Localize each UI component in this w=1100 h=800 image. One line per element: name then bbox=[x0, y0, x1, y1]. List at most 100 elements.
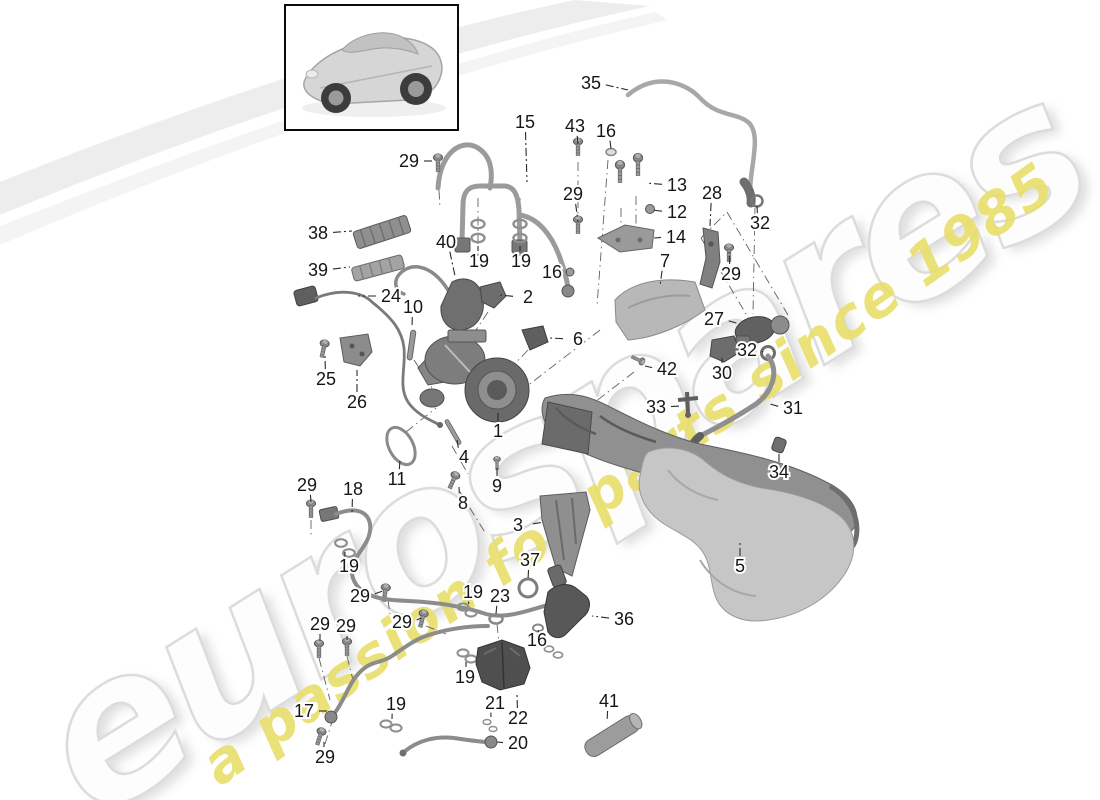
part-label-19: 19 bbox=[463, 582, 483, 602]
vehicle-thumbnail bbox=[284, 4, 459, 131]
part-14-bracket bbox=[596, 224, 655, 253]
part-label-43: 43 bbox=[565, 116, 585, 136]
leader-line-12 bbox=[651, 209, 663, 212]
part-41-tube bbox=[584, 712, 643, 758]
part-2-bracket bbox=[479, 281, 507, 309]
part-3-shield bbox=[539, 491, 591, 577]
part-label-1: 1 bbox=[493, 421, 503, 441]
part-24-sensor bbox=[293, 285, 443, 428]
part-label-32: 32 bbox=[750, 213, 770, 233]
part-15-fuel-line bbox=[435, 142, 575, 298]
part-17-oil-line bbox=[324, 624, 490, 724]
part-28-bracket bbox=[699, 227, 721, 289]
part-label-31: 31 bbox=[783, 398, 803, 418]
part-label-28: 28 bbox=[702, 183, 722, 203]
part-label-7: 7 bbox=[660, 251, 670, 271]
part-label-8: 8 bbox=[458, 493, 468, 513]
leader-line-2 bbox=[499, 294, 514, 297]
part-label-17: 17 bbox=[294, 701, 314, 721]
part-label-40: 40 bbox=[436, 232, 456, 252]
part-16-nut-mid bbox=[565, 267, 575, 277]
part-label-19: 19 bbox=[455, 667, 475, 687]
leader-line-27 bbox=[728, 320, 741, 325]
part-label-29: 29 bbox=[315, 747, 335, 767]
parts-artwork bbox=[293, 79, 860, 758]
swoosh-band-2 bbox=[0, 12, 668, 245]
part-label-19: 19 bbox=[386, 694, 406, 714]
part-label-4: 4 bbox=[459, 447, 469, 467]
part-label-19: 19 bbox=[339, 556, 359, 576]
part-label-19: 19 bbox=[511, 251, 531, 271]
part-label-16: 16 bbox=[542, 262, 562, 282]
part-label-32: 32 bbox=[737, 340, 757, 360]
leader-line-29 bbox=[416, 617, 422, 621]
part-label-29: 29 bbox=[310, 614, 330, 634]
part-label-27: 27 bbox=[704, 309, 724, 329]
part-label-23: 23 bbox=[490, 586, 510, 606]
leader-line-31 bbox=[769, 403, 779, 407]
part-label-6: 6 bbox=[573, 329, 583, 349]
part-10-pin bbox=[406, 329, 417, 361]
part-label-5: 5 bbox=[735, 556, 745, 576]
leader-line-7 bbox=[659, 270, 663, 287]
leader-line-41 bbox=[606, 710, 609, 723]
part-label-37: 37 bbox=[520, 550, 540, 570]
leader-line-11 bbox=[398, 459, 401, 470]
part-5-heat-shield bbox=[638, 447, 855, 622]
leader-line-16 bbox=[609, 140, 612, 150]
part-22-bracket-block bbox=[475, 639, 564, 691]
part-label-42: 42 bbox=[657, 359, 677, 379]
part-label-3: 3 bbox=[513, 515, 523, 535]
leader-line-37 bbox=[527, 569, 530, 581]
part-label-39: 39 bbox=[308, 260, 328, 280]
part-label-33: 33 bbox=[646, 397, 666, 417]
part-40-actuator bbox=[394, 265, 484, 331]
part-label-18: 18 bbox=[343, 479, 363, 499]
part-label-29: 29 bbox=[297, 475, 317, 495]
part-6-bracket bbox=[521, 325, 549, 351]
part-label-29: 29 bbox=[350, 586, 370, 606]
part-34-damper bbox=[771, 436, 787, 454]
part-label-38: 38 bbox=[308, 223, 328, 243]
part-label-26: 26 bbox=[347, 392, 367, 412]
leader-line-29 bbox=[309, 494, 312, 503]
leader-line-40 bbox=[449, 251, 456, 277]
part-label-16: 16 bbox=[527, 630, 547, 650]
part-11-gasket bbox=[385, 425, 417, 467]
part-16-clip-top bbox=[605, 147, 617, 157]
part-37-oring bbox=[517, 577, 539, 599]
part-12-nut bbox=[645, 204, 655, 214]
part-27-valve bbox=[734, 315, 790, 347]
part-21-seals bbox=[482, 718, 498, 733]
part-7-heat-shield bbox=[614, 279, 706, 341]
leader-line-3 bbox=[532, 521, 545, 525]
part-label-21: 21 bbox=[485, 693, 505, 713]
part-label-29: 29 bbox=[392, 612, 412, 632]
leader-line-28 bbox=[709, 202, 712, 227]
leader-line-20 bbox=[496, 741, 504, 744]
part-label-11: 11 bbox=[388, 469, 407, 489]
part-label-41: 41 bbox=[599, 691, 619, 711]
leader-line-29 bbox=[575, 203, 579, 223]
part-label-19: 19 bbox=[469, 251, 489, 271]
part-label-9: 9 bbox=[492, 476, 502, 496]
part-label-20: 20 bbox=[508, 733, 528, 753]
part-23-seal bbox=[488, 613, 504, 625]
part-label-15: 15 bbox=[515, 112, 535, 132]
part-label-2: 2 bbox=[523, 287, 533, 307]
leader-line-42 bbox=[644, 365, 653, 369]
part-label-36: 36 bbox=[614, 609, 634, 629]
leader-line-16 bbox=[537, 629, 540, 633]
part-label-34: 34 bbox=[769, 462, 789, 482]
leader-line-15 bbox=[524, 131, 528, 183]
part-39-plate bbox=[351, 254, 405, 282]
part-label-29: 29 bbox=[336, 616, 356, 636]
leader-line-33 bbox=[670, 405, 681, 408]
leader-line-43 bbox=[576, 135, 579, 147]
part-4-stud bbox=[444, 419, 462, 445]
leader-line-14 bbox=[653, 236, 662, 239]
